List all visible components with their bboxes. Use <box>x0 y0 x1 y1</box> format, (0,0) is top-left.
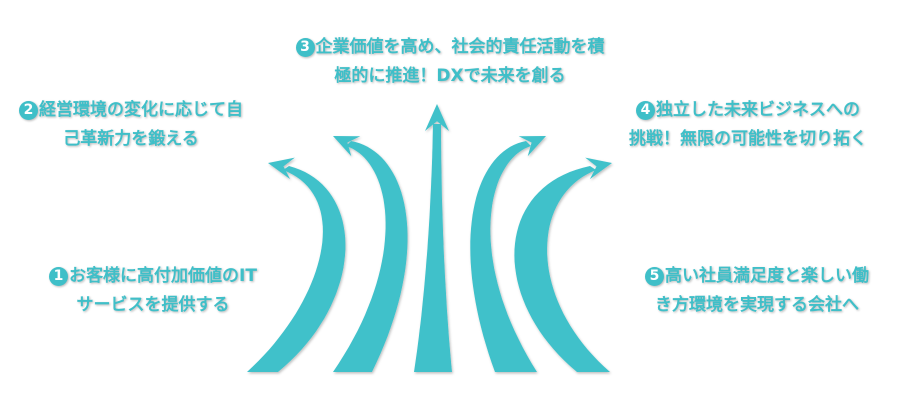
goal-5-line-2: き方環境を実現する会社へ <box>655 295 859 315</box>
goal-4-line-1: 独立した未来ビジネスへの <box>656 100 860 120</box>
goal-2-line-1: 経営環境の変化に応じて自 <box>39 100 243 120</box>
goal-4-number-badge: 4 <box>636 101 655 120</box>
goal-3-number-badge: 3 <box>295 38 315 57</box>
goal-3-line-1: 企業価値を高め、社会的責任活動を積 <box>315 37 605 57</box>
goal-5-line-1: 高い社員満足度と楽しい働 <box>665 266 869 286</box>
arrow-inner-left-head <box>333 136 361 157</box>
arrow-inner-left-shaft <box>333 141 408 372</box>
arrow-outer-left-head <box>268 157 295 180</box>
goal-1-line-1: お客様に高付加価値のIT <box>69 266 257 286</box>
goal-4-line-2: 挑戦！無限の可能性を切り拓く <box>629 129 867 149</box>
goal-2-number-badge: 2 <box>19 101 38 120</box>
goal-1-line-2: サービスを提供する <box>76 295 230 315</box>
goal-3-line-2: 極的に推進！DXで未来を創る <box>334 66 566 86</box>
arrow-outer-left-shaft <box>247 166 346 372</box>
goal-2-line-2: 己革新力を鍛える <box>63 129 199 149</box>
arrow-center-shaft <box>414 124 452 372</box>
arrow-inner-right-shaft <box>470 141 537 372</box>
arrow-center-head <box>425 104 449 131</box>
goal-1-number-badge: 1 <box>49 267 69 286</box>
goal-5-number-badge: 5 <box>645 267 664 286</box>
arrow-outer-right-shaft <box>514 166 610 372</box>
arrow-inner-right-head <box>518 136 546 157</box>
arrow-outer-right-head <box>585 157 612 180</box>
